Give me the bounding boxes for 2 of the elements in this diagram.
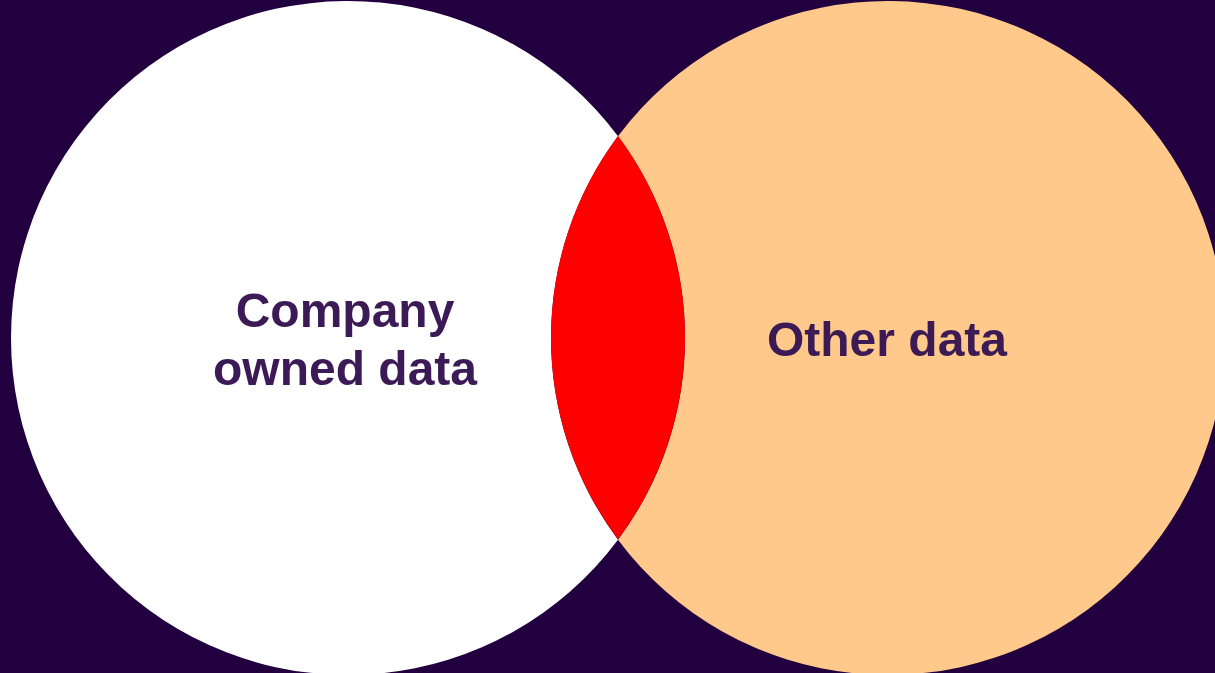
circle-label: Other data (765, 312, 1009, 368)
circle-label: Company owned data (212, 283, 479, 397)
